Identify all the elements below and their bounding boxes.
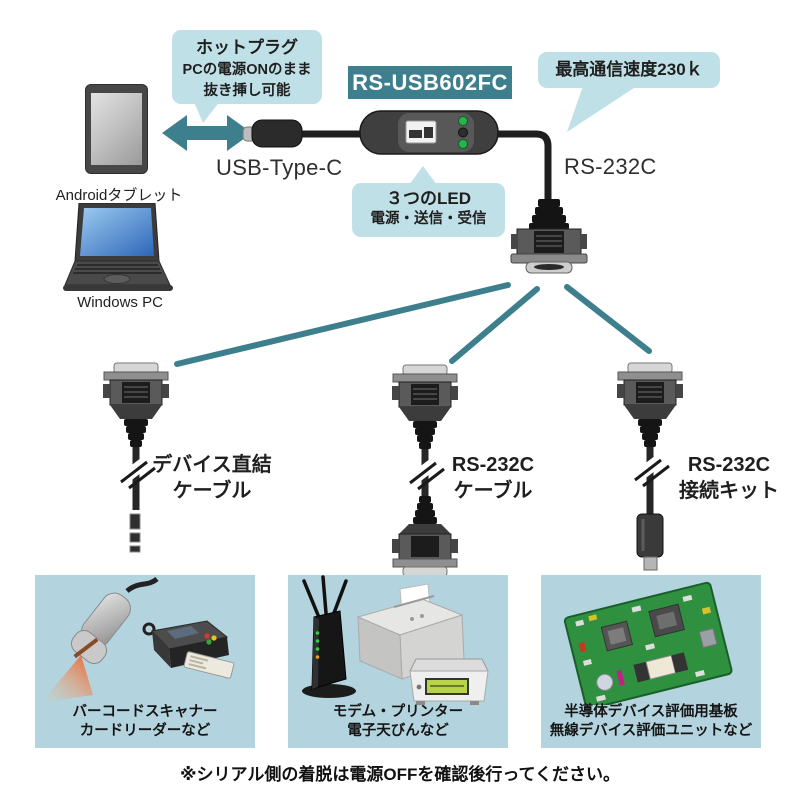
rs232c-connection-kit [617,362,683,571]
panel-caption-board-line2: 無線デバイス評価ユニットなど [549,722,753,739]
callout-tails [193,86,637,185]
android-tablet-label: Androidタブレット [55,187,183,204]
device-direct-cable [103,362,169,553]
hotplug-callout: ホットプラグ PCの電源ONのまま 抜き挿し可能 [172,30,322,104]
led-callout: ３つのLED 電源・送信・受信 [352,183,505,237]
panel-caption-barcode-line2: カードリーダーなど [79,722,211,739]
device-direct-cable-label-line1: デバイス直結 [152,454,272,476]
card-reader-illustration [142,620,235,679]
bidirectional-arrow-icon [162,115,252,151]
usb-type-c-label: USB-Type-C [216,155,343,180]
converter-cable [242,110,588,274]
hotplug-line3: 抜き挿し可能 [203,82,291,99]
db9-connector-main [510,199,588,274]
scale-illustration [409,658,489,705]
model-name-badge: RS-USB602FC [348,66,512,99]
device-direct-cable-label: デバイス直結 ケーブル [137,452,287,504]
windows-pc-label: Windows PC [77,294,163,311]
panel-caption-modem-line2: 電子天びんなど [347,722,449,739]
hotplug-title: ホットプラグ [196,38,298,57]
rs232c-cable-label-line2: ケーブル [453,480,533,502]
usb-type-c-plug [242,119,303,148]
panel-caption-barcode-line1: バーコードスキャナー [72,703,218,720]
modem-printer-scale-illustration [302,575,489,705]
rs232c-label: RS-232C [564,154,657,179]
barcode-scanner-illustration [41,576,235,703]
led-indicators [458,116,468,149]
rs232c-cable [392,364,458,577]
modem-illustration [302,575,356,698]
tablet-screen [91,93,142,165]
rs232c-kit-label-line2: 接続キット [679,480,779,502]
rs232c-kit-label: RS-232C 接続キット [654,452,800,504]
device-direct-cable-label-line2: ケーブル [172,480,252,502]
panel-caption-modem: モデム・プリンター 電子天びんなど [288,703,508,741]
rs232c-kit-label-line1: RS-232C [687,454,771,476]
led-callout-line2: 電源・送信・受信 [370,211,487,228]
footer-warning: ※シリアル側の着脱は電源OFFを確認後行ってください。 [180,765,620,784]
device-panel-modem: モデム・プリンター 電子天びんなど [288,575,508,748]
rs232c-cable-label: RS-232C ケーブル [418,452,568,504]
converter-pod [359,110,499,155]
panel-caption-barcode: バーコードスキャナー カードリーダーなど [35,703,255,741]
android-tablet-illustration [85,84,148,174]
panel-caption-board: 半導体デバイス評価用基板 無線デバイス評価ユニットなど [541,703,761,741]
hotplug-line2: PCの電源ONのまま [182,61,312,78]
windows-pc-illustration [63,203,173,291]
panel-caption-board-line1: 半導体デバイス評価用基板 [564,703,738,720]
device-panel-board: 半導体デバイス評価用基板 無線デバイス評価ユニットなど [541,575,761,748]
device-panel-barcode: バーコードスキャナー カードリーダーなど [35,575,255,748]
speed-callout: 最高通信速度230ｋ [538,52,720,88]
pcb-illustration [563,581,733,705]
rs232c-cable-label-line1: RS-232C [451,454,535,476]
fan-out-lines [174,282,652,367]
panel-caption-modem-line1: モデム・プリンター [332,703,464,720]
led-callout-line1: ３つのLED [386,189,471,208]
